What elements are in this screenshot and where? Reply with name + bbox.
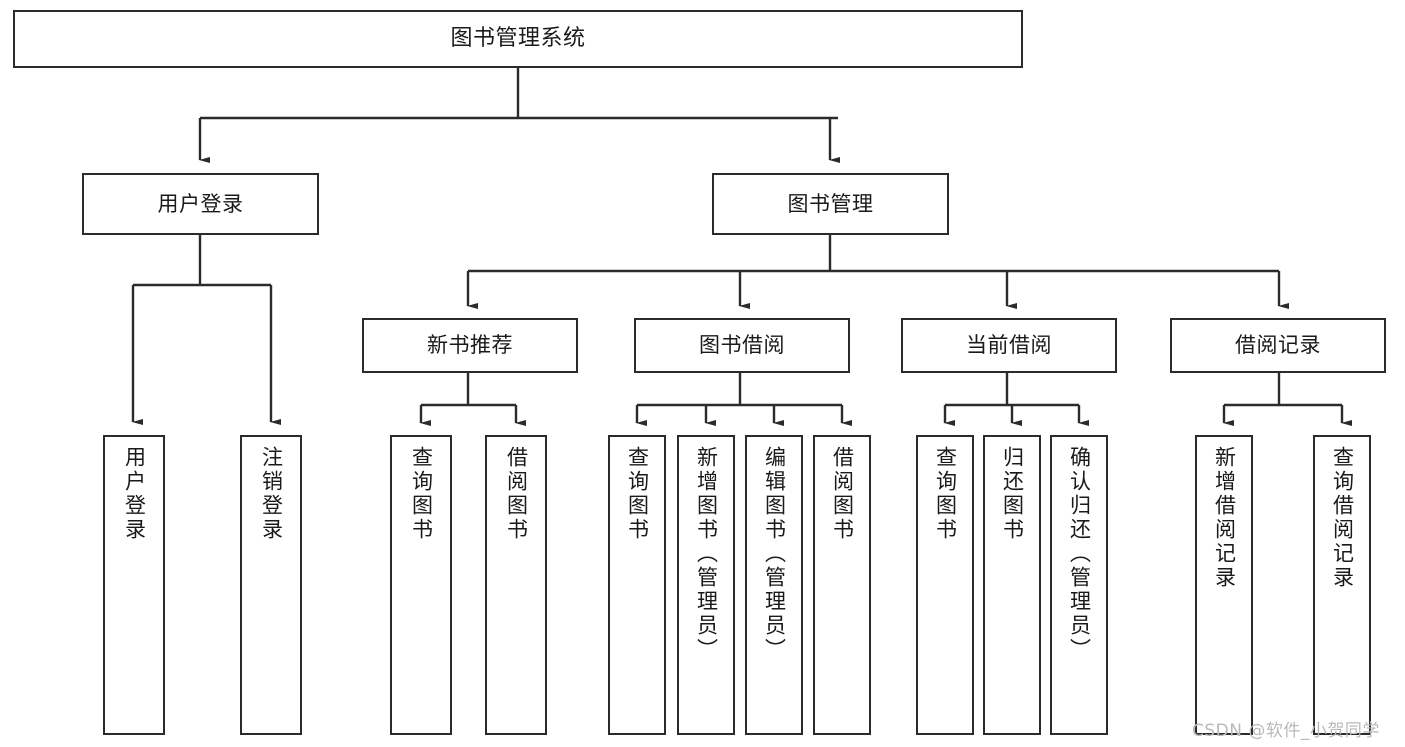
leaf-query-book-nbr[interactable]: 查询图书 xyxy=(390,435,452,735)
node-label: 借阅图书 xyxy=(504,446,529,542)
node-label: 查询图书 xyxy=(625,446,650,542)
leaf-query-book-cb[interactable]: 查询图书 xyxy=(916,435,974,735)
node-label: 编辑图书（管理员） xyxy=(762,446,787,662)
leaf-return-book[interactable]: 归还图书 xyxy=(983,435,1041,735)
node-label: 当前借阅 xyxy=(966,333,1052,358)
node-label: 用户登录 xyxy=(122,446,147,542)
node-label: 注销登录 xyxy=(259,446,284,542)
node-label: 新书推荐 xyxy=(427,333,513,358)
node-root-system[interactable]: 图书管理系统 xyxy=(13,10,1023,68)
leaf-user-login[interactable]: 用户登录 xyxy=(103,435,165,735)
leaf-borrow-book-nbr[interactable]: 借阅图书 xyxy=(485,435,547,735)
node-label: 确认归还（管理员） xyxy=(1067,446,1092,662)
node-borrow-record[interactable]: 借阅记录 xyxy=(1170,318,1386,373)
leaf-confirm-return-admin[interactable]: 确认归还（管理员） xyxy=(1050,435,1108,735)
leaf-borrow-book-bb[interactable]: 借阅图书 xyxy=(813,435,871,735)
node-book-management[interactable]: 图书管理 xyxy=(712,173,949,235)
node-label: 用户登录 xyxy=(157,191,244,216)
node-label: 新增借阅记录 xyxy=(1212,446,1237,590)
node-label: 借阅图书 xyxy=(830,446,855,542)
leaf-add-book-admin[interactable]: 新增图书（管理员） xyxy=(677,435,735,735)
leaf-query-borrow-record[interactable]: 查询借阅记录 xyxy=(1313,435,1371,735)
node-label: 归还图书 xyxy=(1000,446,1025,542)
node-label: 图书借阅 xyxy=(699,333,785,358)
csdn-watermark: CSDN @软件_小贺同学 xyxy=(1192,721,1380,741)
leaf-add-borrow-record[interactable]: 新增借阅记录 xyxy=(1195,435,1253,735)
node-label: 图书管理 xyxy=(787,191,874,216)
node-label: 借阅记录 xyxy=(1235,333,1321,358)
node-label: 新增图书（管理员） xyxy=(694,446,719,662)
node-label: 查询借阅记录 xyxy=(1330,446,1355,590)
leaf-query-book-bb[interactable]: 查询图书 xyxy=(608,435,666,735)
leaf-edit-book-admin[interactable]: 编辑图书（管理员） xyxy=(745,435,803,735)
node-label: 图书管理系统 xyxy=(450,26,586,52)
node-current-borrow[interactable]: 当前借阅 xyxy=(901,318,1117,373)
node-new-book-recommend[interactable]: 新书推荐 xyxy=(362,318,578,373)
node-book-borrow[interactable]: 图书借阅 xyxy=(634,318,850,373)
leaf-logout[interactable]: 注销登录 xyxy=(240,435,302,735)
node-label: 查询图书 xyxy=(933,446,958,542)
node-user-login[interactable]: 用户登录 xyxy=(82,173,319,235)
node-label: 查询图书 xyxy=(409,446,434,542)
